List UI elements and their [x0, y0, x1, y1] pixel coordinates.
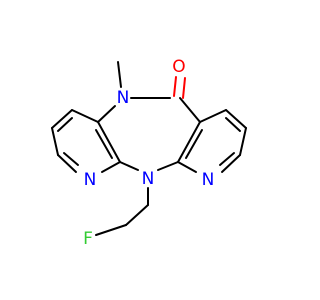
atom-n-central: N [142, 169, 155, 189]
bond-right-ring-1 [177, 121, 201, 163]
bond-right-ring-5 [221, 154, 241, 173]
atom-fluorine: F [83, 229, 93, 249]
bond-left-ring-5 [101, 161, 121, 173]
bond-left-ring-2 [51, 109, 73, 129]
bond-left-ring-6-inner [95, 129, 113, 159]
bond-right-ring-1-inner [185, 129, 203, 159]
bonds [51, 61, 247, 236]
bond-right-ring-3-inner [225, 117, 241, 132]
chemical-structure: N O N N N F [51, 57, 247, 249]
bond-left-ring-4 [57, 154, 77, 173]
atom-labels: N O N N N F [83, 57, 214, 249]
bond-right-ring-5-inner [219, 152, 235, 166]
bond-methyl [117, 61, 122, 88]
bond-carbonyl-oxygen-a [173, 76, 177, 97]
bond-carbonyl-oxygen-b [182, 77, 186, 99]
bond-right-ring-2 [199, 109, 227, 123]
atom-n-methyl: N [117, 88, 130, 108]
atom-n-pyridine-right: N [202, 170, 215, 190]
atom-n-pyridine-left: N [84, 170, 97, 190]
atom-o-carbonyl: O [172, 57, 185, 77]
bond-left-ring-1 [71, 109, 99, 123]
bond-left-ring-6 [97, 121, 121, 163]
bond-left-ring-3 [51, 127, 59, 156]
bond-right-ring-6 [177, 161, 197, 173]
bond-ethyl-1 [125, 204, 149, 226]
bond-leftring-ncentral [119, 161, 139, 171]
bond-ncentral-rightring [157, 161, 179, 171]
bond-right-ring-4 [239, 127, 247, 156]
bond-left-ring-2-inner [57, 117, 73, 132]
bond-nmethyl-leftring [97, 105, 116, 123]
bond-right-ring-3 [225, 109, 247, 129]
bond-carbonyl-rightring [179, 97, 201, 123]
bond-left-ring-4-inner [63, 152, 79, 166]
bond-ethyl-2 [95, 224, 127, 236]
